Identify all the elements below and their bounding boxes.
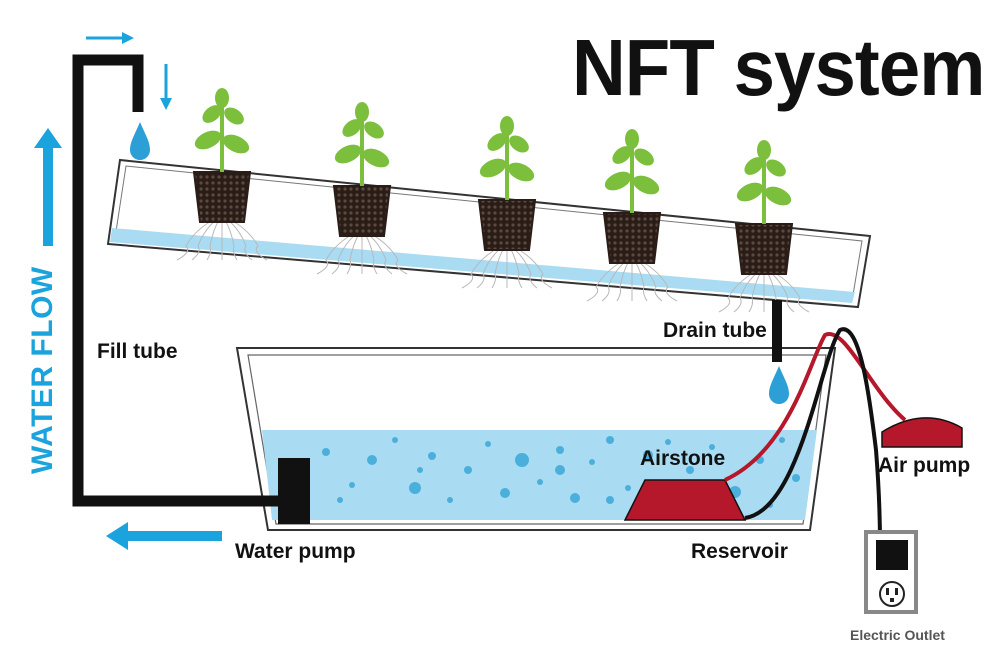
bubble bbox=[570, 493, 580, 503]
bubble bbox=[779, 437, 785, 443]
bubble bbox=[322, 448, 330, 456]
bubble bbox=[485, 441, 491, 447]
water-drip-top bbox=[130, 122, 150, 160]
plants-group bbox=[176, 88, 810, 313]
drain-tube bbox=[772, 300, 782, 362]
bubble bbox=[643, 450, 653, 460]
label-fill-tube: Fill tube bbox=[97, 340, 178, 363]
bubble bbox=[417, 467, 423, 473]
label-reservoir: Reservoir bbox=[691, 540, 788, 563]
water-pump bbox=[278, 458, 310, 524]
bubble bbox=[337, 497, 343, 503]
reservoir-tank bbox=[235, 347, 837, 531]
electric-outlet bbox=[864, 530, 918, 614]
bubble bbox=[349, 482, 355, 488]
air-line bbox=[724, 332, 907, 482]
label-water-pump: Water pump bbox=[235, 540, 356, 563]
bubble bbox=[589, 459, 595, 465]
bubble bbox=[500, 488, 510, 498]
label-drain-tube: Drain tube bbox=[663, 319, 767, 342]
bubble bbox=[606, 436, 614, 444]
fill-tube bbox=[72, 54, 290, 507]
label-air-pump: Air pump bbox=[878, 454, 971, 477]
bubble bbox=[392, 437, 398, 443]
plant bbox=[176, 88, 268, 261]
bubble bbox=[686, 466, 694, 474]
water-bubbles bbox=[297, 436, 800, 508]
bubble bbox=[555, 465, 565, 475]
bubble bbox=[447, 497, 453, 503]
plant bbox=[461, 116, 553, 289]
label-airstone: Airstone bbox=[640, 447, 726, 470]
water-drip-drain bbox=[769, 366, 789, 404]
bubble bbox=[792, 474, 800, 482]
label-electric-outlet: Electric Outlet bbox=[850, 627, 945, 643]
bubble bbox=[625, 485, 631, 491]
plant bbox=[316, 102, 408, 275]
bubble bbox=[367, 455, 377, 465]
bubble bbox=[515, 453, 529, 467]
bubble bbox=[428, 452, 436, 460]
bubble bbox=[556, 446, 564, 454]
bubble bbox=[606, 496, 614, 504]
bubble bbox=[709, 444, 715, 450]
bubble bbox=[537, 479, 543, 485]
airstone bbox=[623, 479, 747, 521]
flow-arrows bbox=[34, 32, 222, 550]
bubble bbox=[665, 439, 671, 445]
air-pump bbox=[881, 417, 963, 448]
bubble bbox=[464, 466, 472, 474]
page-title: NFT system bbox=[572, 23, 985, 112]
water-flow-label: WATER FLOW bbox=[26, 266, 59, 474]
bubble bbox=[409, 482, 421, 494]
power-cord bbox=[744, 327, 882, 546]
plant bbox=[586, 129, 678, 302]
